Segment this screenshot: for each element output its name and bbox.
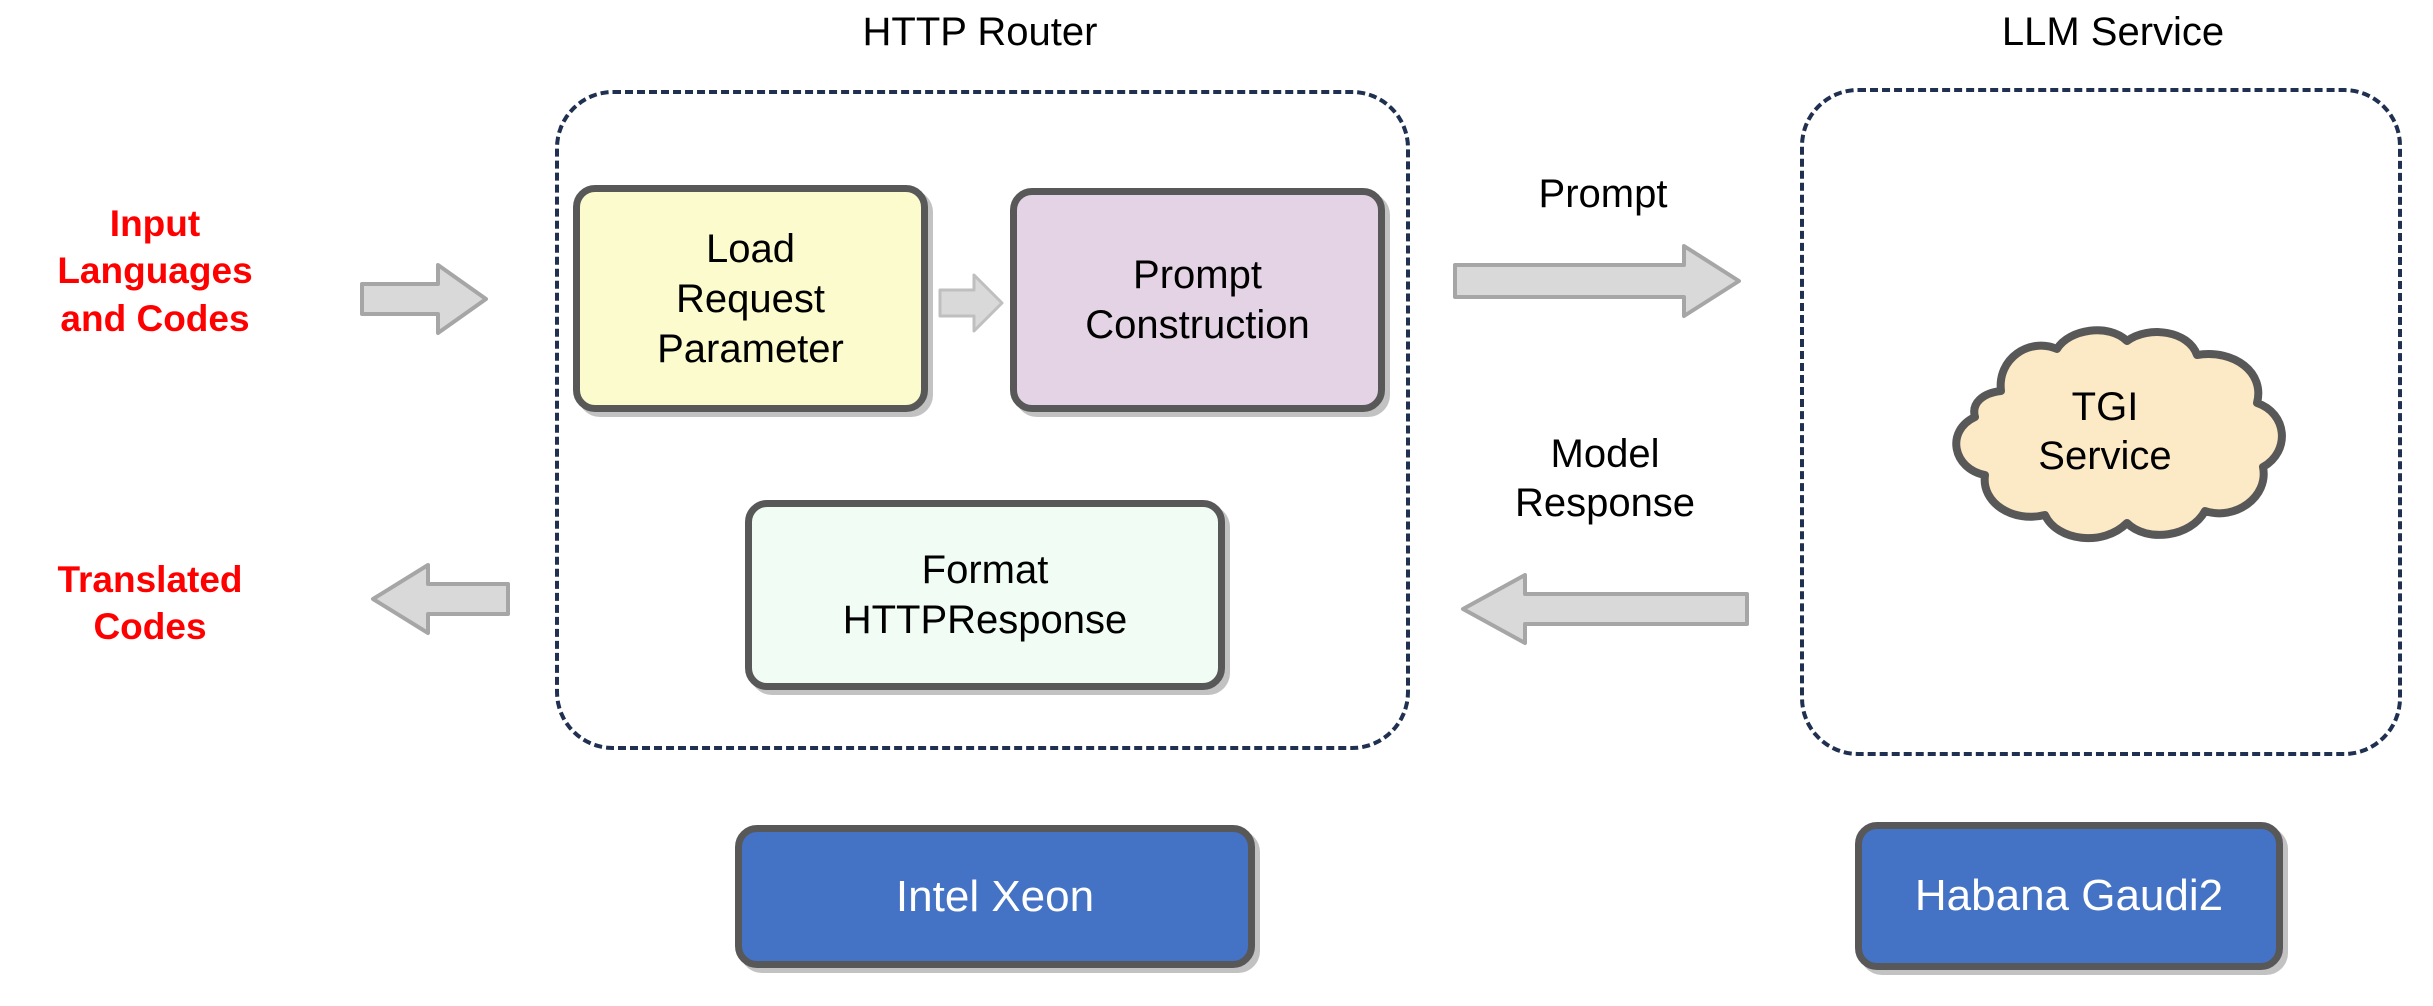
intel-xeon-box[interactable]: Intel Xeon <box>735 825 1255 968</box>
model-response-arrow-icon <box>1460 572 1750 646</box>
prompt-flow-label: Prompt <box>1538 172 1668 216</box>
model-response-flow-label: Model Response <box>1514 432 1696 525</box>
output-label: Translated Codes <box>57 559 243 648</box>
habana-gaudi2-box[interactable]: Habana Gaudi2 <box>1855 822 2283 970</box>
tgi-service-cloud[interactable]: TGI Service <box>1905 325 2305 555</box>
load-request-parameter-box[interactable]: Load Request Parameter <box>573 185 928 412</box>
internal-flow-arrow-icon <box>938 272 1004 334</box>
output-arrow-icon <box>370 562 510 636</box>
llm-service-title: LLM Service <box>2001 10 2225 54</box>
prompt-arrow-icon <box>1452 243 1742 319</box>
input-arrow-icon <box>360 262 488 336</box>
format-http-response-box[interactable]: Format HTTPResponse <box>745 500 1225 690</box>
llm-service-container <box>1800 88 2402 756</box>
input-label: Input Languages and Codes <box>57 203 253 339</box>
prompt-construction-box[interactable]: Prompt Construction <box>1010 188 1385 412</box>
http-router-title: HTTP Router <box>862 10 1098 54</box>
http-router-container <box>555 90 1410 750</box>
